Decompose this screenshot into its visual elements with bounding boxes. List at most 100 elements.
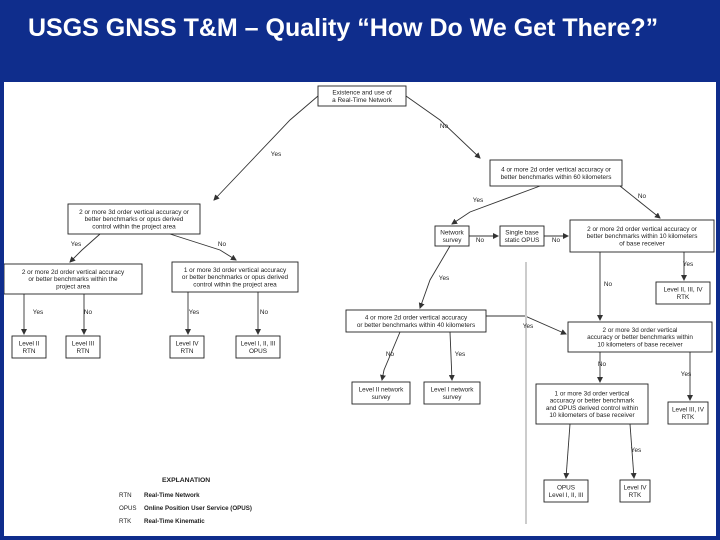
node-text: 2 or more 3d order vertical: [603, 327, 678, 334]
node-text: of base receiver: [619, 240, 665, 247]
flowchart-node: 2 or more 3d order vertical accuracy orb…: [67, 203, 201, 235]
node-text: 1 or more 3d order vertical: [555, 390, 630, 397]
edge-label: No: [598, 361, 607, 368]
node-text: static OPUS: [505, 237, 540, 244]
node-text: or better benchmarks or opus derived: [182, 274, 289, 281]
node-text: project area: [56, 283, 90, 290]
legend-meaning: Real-Time Network: [144, 492, 200, 499]
node-text: better benchmarks within 10 kilometers: [587, 233, 698, 240]
node-text: or better benchmarks within the: [28, 276, 118, 283]
legend-abbreviation: RTK: [119, 518, 132, 525]
node-text: a Real-Time Network: [332, 97, 393, 104]
node-box: [351, 381, 411, 405]
connector-2: [405, 95, 481, 159]
node-text: 10 kilometers of base receiver: [597, 341, 683, 348]
node-text: accuracy or better benchmark: [550, 398, 635, 405]
node-text: RTN: [76, 348, 89, 355]
flowchart-nodes: Existence and use ofa Real-Time Network 4…: [3, 85, 715, 503]
connector-3: [451, 185, 541, 225]
title-banner: [0, 0, 720, 82]
edge-label: Yes: [271, 151, 281, 158]
node-box: [619, 479, 651, 503]
node-box: [317, 85, 407, 107]
flowchart-node: Existence and use ofa Real-Time Network: [317, 85, 407, 107]
edge-label: Yes: [439, 275, 449, 282]
connector-21: [563, 423, 571, 479]
flowchart-diagram: Existence and use ofa Real-Time Network 4…: [3, 85, 715, 525]
node-text: OPUS: [249, 348, 267, 355]
node-box: [569, 219, 715, 253]
node-text: Level II network: [359, 387, 405, 394]
node-box: [499, 225, 545, 247]
edge-label: No: [440, 123, 449, 130]
edge-label: Yes: [455, 351, 465, 358]
edge-label: No: [552, 237, 561, 244]
connector-18: [448, 331, 455, 381]
node-text: Level I network: [431, 387, 475, 394]
edge-label: No: [84, 309, 93, 316]
node-text: OPUS: [557, 485, 575, 492]
node-box: [65, 335, 101, 359]
node-text: Level IV: [175, 341, 199, 348]
node-text: RTN: [22, 348, 35, 355]
node-box: [3, 263, 143, 295]
connector-4: [619, 185, 661, 219]
edge-label: No: [218, 241, 227, 248]
node-text: Level I, II, III: [549, 492, 584, 499]
node-box: [345, 309, 487, 333]
node-text: Level II, III, IV: [663, 287, 703, 294]
node-box: [667, 401, 709, 425]
node-text: 4 or more 2d order vertical accuracy or: [501, 167, 612, 174]
node-box: [434, 225, 470, 247]
edge-label: Yes: [33, 309, 43, 316]
flowchart-edges: [21, 95, 693, 524]
slide-title: USGS GNSS T&M – Quality “How Do We Get T…: [28, 14, 659, 42]
node-text: survey: [443, 394, 463, 401]
node-box: [169, 335, 205, 359]
node-box: [11, 335, 47, 359]
connector-1: [213, 95, 319, 201]
node-text: RTN: [180, 348, 193, 355]
flowchart-node: 2 or more 2d order vertical accuracy orb…: [569, 219, 715, 253]
node-text: survey: [443, 237, 463, 244]
node-box: [567, 321, 713, 353]
edge-label: Yes: [681, 371, 691, 378]
node-text: Single base: [505, 230, 539, 237]
slide-frame-right: [716, 82, 720, 540]
node-text: 4 or more 2d order vertical accuracy: [365, 315, 468, 322]
legend-meaning: Online Position User Service (OPUS): [144, 505, 252, 512]
node-text: Existence and use of: [332, 90, 392, 97]
node-text: 10 kilometers of base receiver: [549, 412, 635, 419]
node-text: 2 or more 2d order vertical accuracy or: [587, 226, 698, 233]
node-text: RTK: [682, 414, 695, 421]
node-text: control within the project area: [193, 281, 277, 288]
flowchart-node: 4 or more 2d order vertical accuracy orb…: [489, 159, 623, 187]
edge-label: No: [260, 309, 269, 316]
node-text: survey: [372, 394, 392, 401]
connector-6: [169, 233, 237, 261]
edge-label: Yes: [631, 447, 641, 454]
connector-11: [418, 245, 451, 309]
node-text: control within the project area: [92, 223, 176, 230]
node-box: [67, 203, 201, 235]
connector-17: [380, 331, 401, 381]
node-text: Level I, II, III: [241, 341, 276, 348]
edge-label: Yes: [189, 309, 199, 316]
edge-label: No: [604, 281, 613, 288]
node-text: Level III: [72, 341, 95, 348]
node-text: RTK: [677, 294, 690, 301]
